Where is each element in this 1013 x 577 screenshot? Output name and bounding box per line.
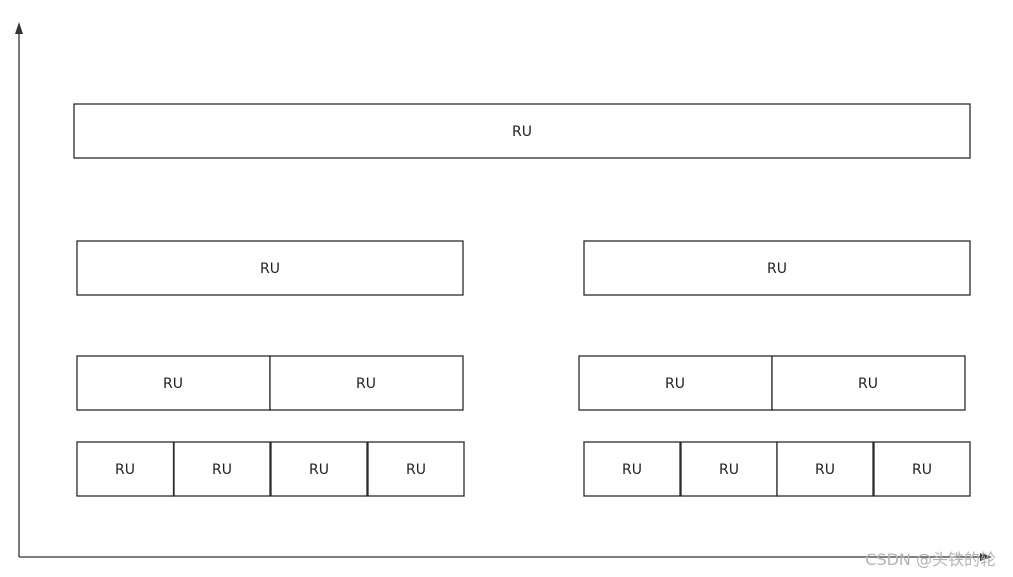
ru-label: RU — [163, 376, 183, 392]
ru-label: RU — [767, 261, 787, 277]
ru-block — [76, 355, 271, 411]
ru-label: RU — [512, 124, 532, 140]
ru-label: RU — [815, 462, 835, 478]
ru-block — [367, 441, 465, 497]
ru-block — [680, 441, 778, 497]
ru-row-1: RU — [73, 103, 971, 159]
ru-row-3: RU RU RU RU — [76, 355, 966, 411]
ru-row-4: RU RU RU RU RU RU RU RU — [76, 441, 971, 497]
watermark: CSDN @头铁的轮 — [865, 550, 996, 569]
ru-label: RU — [912, 462, 932, 478]
ru-label: RU — [356, 376, 376, 392]
ru-block — [73, 103, 971, 159]
ru-row-2: RU RU — [76, 240, 971, 296]
ru-label: RU — [858, 376, 878, 392]
ru-block — [269, 355, 464, 411]
ru-block — [578, 355, 773, 411]
ru-label: RU — [212, 462, 232, 478]
ru-block — [771, 355, 966, 411]
ru-block — [76, 240, 464, 296]
ru-label: RU — [622, 462, 642, 478]
ru-block — [173, 441, 271, 497]
ru-label: RU — [719, 462, 739, 478]
ru-block — [873, 441, 971, 497]
ru-block — [270, 441, 368, 497]
ru-block — [583, 441, 681, 497]
ru-block — [76, 441, 175, 497]
ru-label: RU — [665, 376, 685, 392]
ru-label: RU — [115, 462, 135, 478]
ru-block — [583, 240, 971, 296]
ru-block — [776, 441, 874, 497]
ru-label: RU — [406, 462, 426, 478]
y-axis-arrow-icon — [15, 22, 23, 34]
ru-label: RU — [309, 462, 329, 478]
ru-label: RU — [260, 261, 280, 277]
x-axis-arrow-icon — [980, 553, 992, 561]
